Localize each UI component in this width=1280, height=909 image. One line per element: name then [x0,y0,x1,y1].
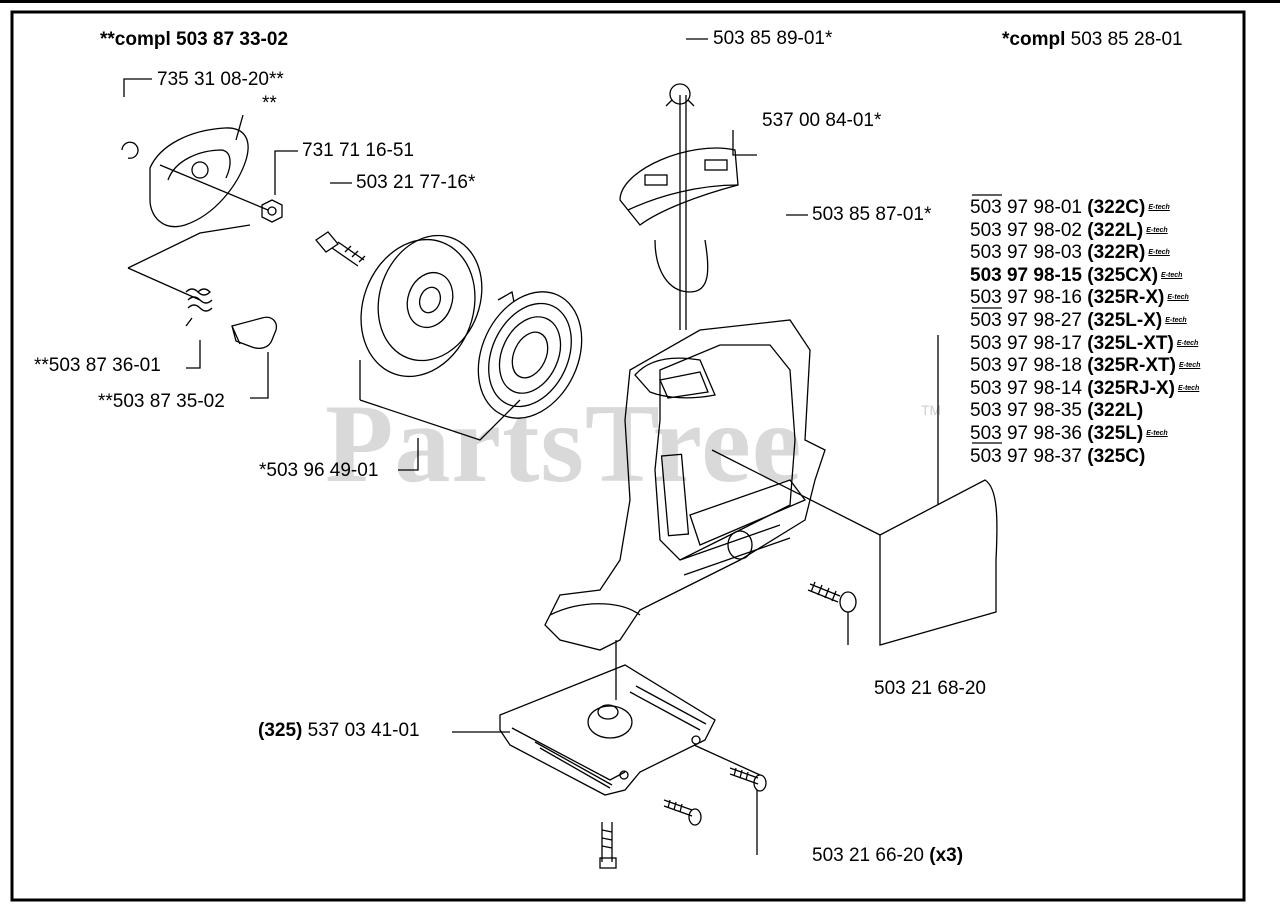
plate-screw-left-sketch [601,822,613,862]
variant-row[interactable]: 503 97 98-14 (325RJ-X)E-tech [970,378,1199,400]
variant-number: 503 97 98-36 [970,423,1082,445]
variant-model: (325R-X) [1087,287,1165,309]
trademark-mark: TM [921,402,942,418]
variant-row[interactable]: 503 97 98-27 (325L-X)E-tech [970,310,1187,332]
variant-row[interactable]: 503 97 98-17 (325L-XT)E-tech [970,333,1198,355]
variant-model: (322L) [1087,219,1144,241]
part-label-503-21-68-20[interactable]: 503 21 68-20 [874,678,986,699]
etech-mark: E-tech [1165,317,1187,324]
plate-screw-right-sketch [729,767,759,785]
housing-screw-sketch [807,581,841,603]
part-label-735-31-08-20[interactable]: 735 31 08-20** [157,69,284,90]
decal-sketch [879,479,998,646]
spring-sketch [185,288,213,327]
kit-right-header: *compl 503 85 28-01 [1002,29,1183,51]
pawl-sketch [231,316,278,349]
variant-model: (325R-XT) [1087,355,1176,377]
variant-number: 503 97 98-02 [970,219,1082,241]
part-label-537-03-41-01[interactable]: (325) 537 03 41-01 [258,720,420,742]
etech-mark: E-tech [1148,249,1170,257]
etech-mark: E-tech [1176,339,1199,347]
variant-number: 503 97 98-03 [970,242,1082,264]
part-number-503-21-66-20: 503 21 66-20 [812,845,924,866]
variant-row[interactable]: 503 97 98-02 (322L)E-tech [970,220,1168,242]
starter-handle-sketch [619,147,739,226]
variant-row[interactable]: 503 97 98-35 (322L) [970,400,1143,422]
etech-mark: E-tech [1177,384,1200,392]
etech-mark: E-tech [1146,226,1168,234]
kit-left-number: 503 87 33-02 [176,29,289,50]
variant-model: (325C) [1087,445,1146,467]
variant-number: 503 97 98-35 [970,400,1082,422]
variant-model: (322L) [1087,400,1144,422]
kit-left-header: **compl 503 87 33-02 [100,29,288,51]
variant-number: 503 97 98-18 [970,355,1082,377]
variant-number: 503 97 98-27 [970,310,1082,332]
plate-screw-middle-sketch [663,799,693,817]
kit-right-prefix: *compl [1002,29,1066,50]
variant-model: (322R) [1087,242,1146,264]
etech-mark: E-tech [1161,271,1183,279]
variant-model: (325L) [1087,423,1144,445]
screw-sketch [315,231,366,267]
recoil-spring-sketch [477,291,583,419]
dog-cap-sketch [149,127,249,228]
diagram-frame [10,10,1246,902]
variant-model: (325L-X) [1087,310,1163,332]
part-model-325: (325) [258,720,303,741]
kit-right-number: 503 85 28-01 [1070,29,1183,50]
part-label-503-96-49-01[interactable]: *503 96 49-01 [259,460,379,481]
variant-row[interactable]: 503 97 98-15 (325CX)E-tech [970,265,1182,287]
variant-number: 503 97 98-15 [970,264,1082,286]
part-label-503-85-89-01[interactable]: 503 85 89-01* [713,28,833,49]
variant-number: 503 97 98-01 [970,197,1082,219]
variant-model: (325CX) [1087,264,1159,286]
etech-mark: E-tech [1178,362,1201,370]
part-label-503-85-87-01[interactable]: 503 85 87-01* [812,204,932,225]
part-label-503-21-77-16[interactable]: 503 21 77-16* [356,172,476,193]
part-label-503-87-35-02[interactable]: **503 87 35-02 [98,391,225,412]
nut-sketch [261,199,283,223]
part-label-731-71-16-51[interactable]: 731 71 16-51 [302,140,414,161]
part-label-503-21-66-20[interactable]: 503 21 66-20 (x3) [812,845,963,867]
variant-model: (325L-XT) [1087,332,1174,354]
base-plate-sketch [499,664,716,796]
variant-number: 503 97 98-16 [970,287,1082,309]
part-label-537-00-84-01[interactable]: 537 00 84-01* [762,110,882,131]
variant-row[interactable]: 503 97 98-16 (325R-X)E-tech [970,287,1189,309]
etech-mark: E-tech [1146,430,1168,437]
circlip-sketch [121,141,139,159]
part-number-537-03-41-01: 537 03 41-01 [307,720,420,741]
part-label-kit-marker: ** [262,93,277,114]
part-quantity: (x3) [929,845,964,866]
variant-row[interactable]: 503 97 98-01 (322C)E-tech [970,197,1170,219]
variant-model: (325RJ-X) [1087,377,1175,399]
watermark: PartsTree [325,382,803,506]
variant-row[interactable]: 503 97 98-37 (325C) [970,446,1145,468]
variant-number: 503 97 98-37 [970,445,1082,467]
etech-mark: E-tech [1167,294,1189,302]
etech-mark: E-tech [1148,204,1170,211]
variant-row[interactable]: 503 97 98-36 (325L)E-tech [970,423,1168,445]
variant-row[interactable]: 503 97 98-03 (322R)E-tech [970,242,1170,264]
variant-model: (322C) [1087,197,1146,219]
kit-left-prefix: **compl [100,29,171,50]
part-label-503-87-36-01[interactable]: **503 87 36-01 [34,355,161,376]
variant-number: 503 97 98-14 [970,377,1082,399]
variant-row[interactable]: 503 97 98-18 (325R-XT)E-tech [970,355,1200,377]
starter-housing-sketch [544,319,826,651]
starter-pulley-sketch [360,238,476,378]
variant-number: 503 97 98-17 [970,332,1082,354]
